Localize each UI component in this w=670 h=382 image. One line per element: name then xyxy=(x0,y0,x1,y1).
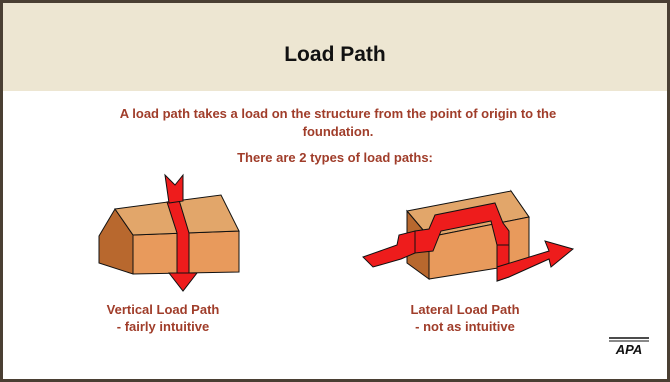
vertical-caption: Vertical Load Path - fairly intuitive xyxy=(83,301,243,335)
lateral-arrow-out xyxy=(496,240,575,282)
intro-text: A load path takes a load on the structur… xyxy=(119,106,557,139)
slide-title: Load Path xyxy=(284,43,386,66)
vertical-arrow-top xyxy=(164,173,184,204)
vertical-caption-title: Vertical Load Path xyxy=(106,302,220,317)
vertical-arrow-head xyxy=(167,272,199,292)
apa-logo: APA xyxy=(609,337,649,357)
lateral-caption-subtitle: - not as intuitive xyxy=(415,319,515,334)
svg-text:APA: APA xyxy=(615,342,642,357)
types-line: There are 2 types of load paths: xyxy=(237,150,433,165)
lateral-caption: Lateral Load Path - not as intuitive xyxy=(375,301,555,335)
lateral-caption-title: Lateral Load Path xyxy=(410,302,520,317)
vertical-house-illustration xyxy=(98,173,240,292)
lateral-house-illustration xyxy=(362,189,575,282)
illustrations xyxy=(98,173,575,292)
vertical-caption-subtitle: - fairly intuitive xyxy=(116,319,210,334)
title-band: Load Path xyxy=(3,3,667,91)
